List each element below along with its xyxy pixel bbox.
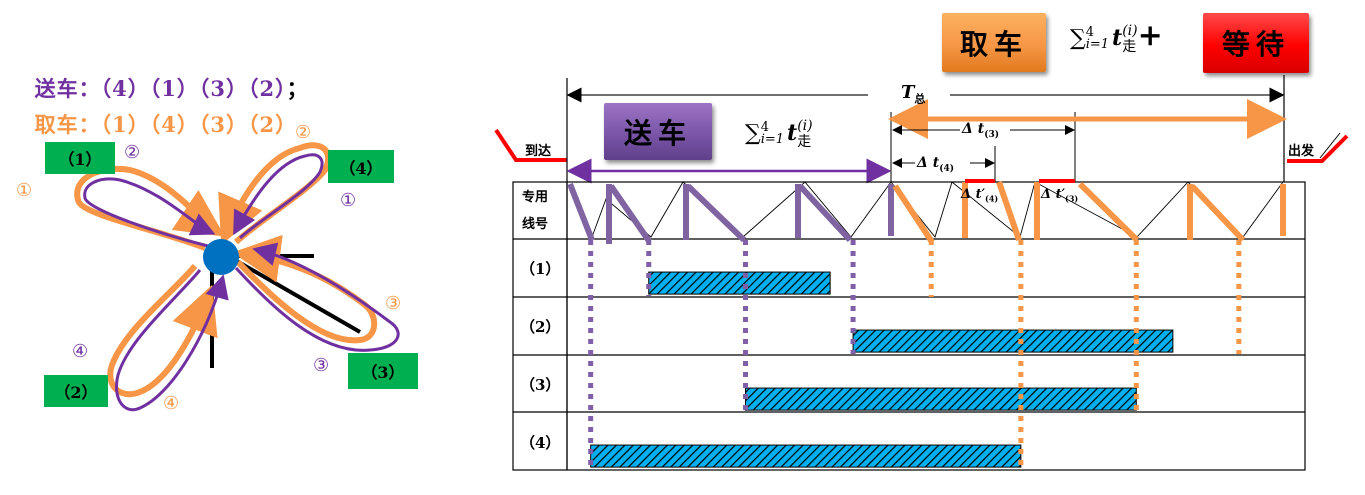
dt3-label: Δ t(3) (962, 121, 999, 140)
line-label-3: （3） (348, 353, 418, 389)
sum-lower: i=1 (1085, 37, 1110, 52)
occupancy-bar (745, 387, 1137, 411)
t-subscript: 走 (797, 134, 812, 150)
plus-sign: + (1137, 18, 1163, 53)
row-label-3: （3） (520, 376, 561, 394)
dt4-label: Δ t(4) (917, 155, 954, 174)
send-step-line3: ③ (313, 355, 330, 376)
total-time-sub: 总 (914, 92, 926, 106)
row-label-2: （2） (520, 318, 561, 336)
occupancy-bar (590, 444, 1022, 468)
pick-moves (892, 181, 1286, 244)
sum-upper: 4 (760, 120, 769, 135)
send-step-line4: ① (340, 190, 357, 211)
t-var: t (787, 120, 798, 146)
t-subscript: 走 (1122, 39, 1137, 55)
send-sequence-label: 送车： (34, 76, 101, 101)
line-label-2: （2） (44, 375, 108, 407)
send-phase-button: 送车 (604, 103, 712, 160)
line-label-1: （1） (45, 142, 115, 174)
pick-move (996, 181, 1022, 241)
pick-sequence-order: （1）（4）（3）（2） (100, 112, 298, 137)
dt4-prime-sub: (4) (985, 193, 999, 204)
pick-phase-button: 取车 (942, 13, 1046, 72)
dt4-sub: (4) (939, 163, 954, 174)
send-move (797, 183, 853, 243)
depart-track-edge (1319, 132, 1341, 159)
pick-route-line3 (232, 234, 378, 344)
pick-step-line3: ③ (385, 293, 402, 314)
row-label-4: （4） (520, 434, 561, 452)
pick-move (892, 184, 935, 244)
send-route-line1 (83, 177, 216, 248)
send-move (685, 183, 747, 243)
row-label-1: （1） (520, 260, 561, 278)
dt3-symbol: Δ t (962, 121, 985, 137)
sigma-symbol: ∑ (1070, 26, 1086, 51)
total-time-symbol: T (901, 82, 915, 103)
t-var: t (1112, 25, 1123, 51)
t-superscript: (i) (1122, 23, 1138, 39)
send-sequence: 送车：（4）（1）（3）（2）； (18, 48, 309, 103)
send-sequence-terminator: ； (286, 76, 309, 101)
send-step-line1: ② (124, 142, 141, 163)
send-moves (567, 182, 894, 244)
depart-label: 出发 (1288, 144, 1315, 159)
send-move (608, 184, 652, 243)
total-time-label: T总 (901, 82, 925, 107)
pick-step-line2: ④ (163, 393, 180, 414)
send-route-line3 (234, 242, 400, 352)
table-frame (512, 181, 1306, 471)
send-step-line2: ④ (72, 341, 89, 362)
sigma-symbol: ∑ (745, 121, 761, 146)
pick-move (1189, 183, 1246, 243)
send-route-line4 (233, 153, 324, 240)
t-superscript: (i) (797, 118, 813, 134)
line-label-4: （4） (328, 150, 394, 183)
dt3-prime-label: Δ t′(3) (1041, 187, 1078, 204)
arrive-label: 到达 (525, 144, 552, 159)
sum-lower: i=1 (760, 132, 785, 147)
pick-step-line1: ① (16, 180, 33, 201)
route-diagram (74, 142, 400, 412)
dt4-prime-label: Δ t′(4) (961, 187, 998, 204)
send-route-line2 (115, 269, 229, 412)
dt3-prime-sub: (3) (1065, 193, 1079, 204)
sum-upper: 4 (1085, 25, 1094, 40)
dt3-sub: (3) (984, 129, 999, 140)
send-move (567, 182, 595, 242)
table-header-line2: 线号 (522, 217, 549, 232)
pick-sequence-label: 取车： (34, 112, 101, 137)
dt3-prime-symbol: Δ t′ (1041, 187, 1066, 202)
depart-track (1287, 134, 1349, 163)
occupancy-bar (852, 329, 1174, 353)
occupancy-bar (648, 271, 831, 295)
pick-sequence: 取车：（1）（4）（3）（2） (18, 84, 297, 139)
arrive-track (494, 128, 567, 162)
pick-move (1077, 181, 1140, 243)
wait-phase-button: 等待 (1203, 13, 1309, 73)
pick-route-line1 (74, 166, 225, 251)
table-header-line1: 专用 (522, 190, 549, 205)
pick-step-line4: ② (295, 122, 312, 143)
send-sequence-order: （4）（1）（3）（2） (100, 76, 287, 101)
dt4-symbol: Δ t (917, 155, 940, 171)
dt4-prime-symbol: Δ t′ (961, 187, 986, 202)
hub-node (203, 239, 239, 275)
